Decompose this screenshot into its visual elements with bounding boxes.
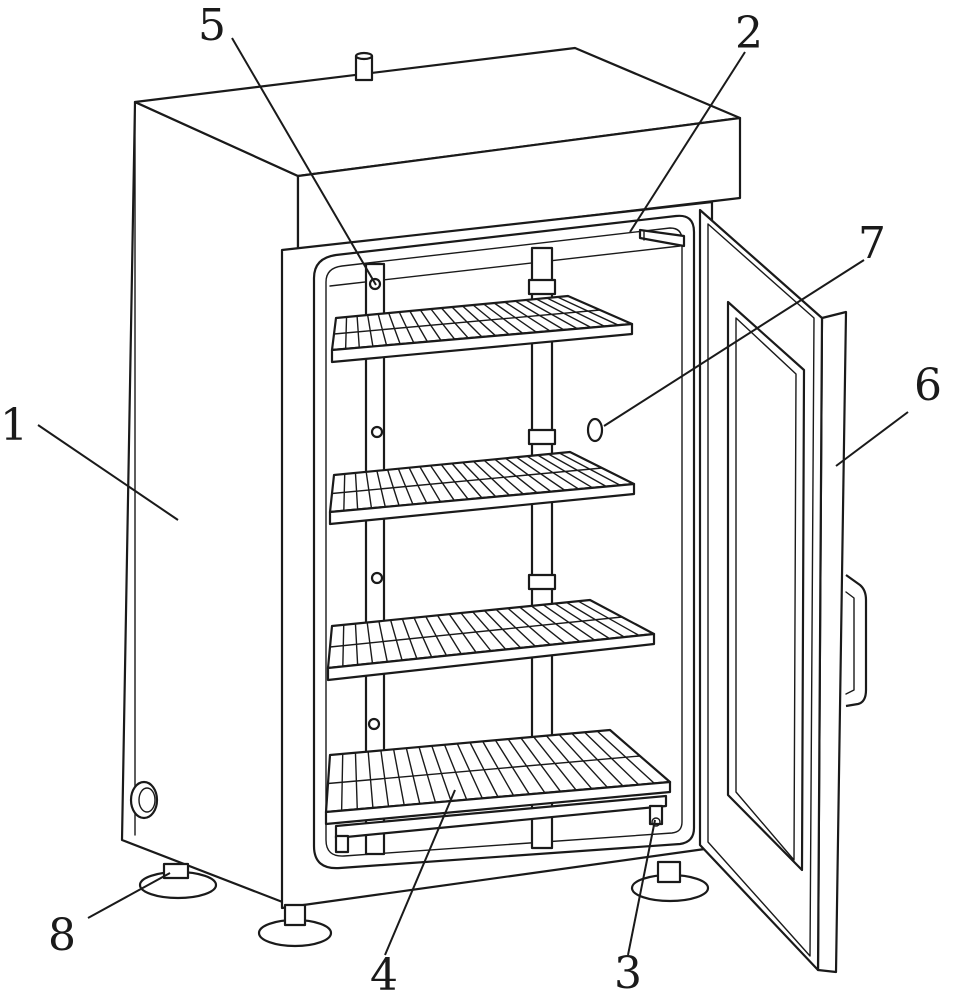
callout-7: 7 — [858, 218, 886, 269]
wire-shelf — [324, 728, 672, 826]
top-pipe-fitting — [354, 51, 374, 82]
wire-shelf — [330, 294, 634, 364]
cabinet-top-band — [296, 116, 742, 252]
chamber-frame — [312, 214, 696, 870]
feet — [138, 860, 710, 948]
foot-front-left — [257, 903, 333, 948]
callout-2: 2 — [735, 8, 763, 59]
top-bracket — [638, 228, 686, 248]
leader-4 — [384, 789, 456, 956]
door-window — [726, 300, 806, 872]
shelves — [324, 294, 672, 826]
leader-lines — [37, 37, 909, 956]
leader-1 — [37, 424, 179, 521]
callout-4: 4 — [370, 950, 398, 1000]
outlet-7 — [586, 417, 604, 443]
door — [698, 208, 868, 974]
door-handle — [845, 574, 868, 708]
wire-shelf — [328, 450, 636, 526]
leader-6 — [835, 411, 909, 467]
leader-3 — [627, 819, 656, 956]
wire-shelf — [326, 598, 656, 682]
leader-5 — [231, 37, 377, 286]
callouts: 1 2 3 4 5 6 7 8 — [0, 0, 942, 1000]
door-opening — [312, 214, 696, 870]
leader-2 — [629, 51, 746, 233]
side-port — [129, 780, 159, 820]
callout-3: 3 — [614, 948, 642, 999]
leader-8 — [87, 872, 171, 919]
leader-7 — [603, 259, 865, 427]
bottom-rails — [334, 794, 668, 854]
foot-front-right — [630, 860, 710, 903]
callout-5: 5 — [198, 0, 226, 51]
callout-8: 8 — [48, 910, 76, 961]
callout-6: 6 — [914, 360, 942, 411]
right-tube — [530, 246, 554, 850]
rack-posts — [364, 246, 557, 856]
callout-1: 1 — [0, 400, 28, 451]
left-rack-post — [364, 262, 386, 856]
